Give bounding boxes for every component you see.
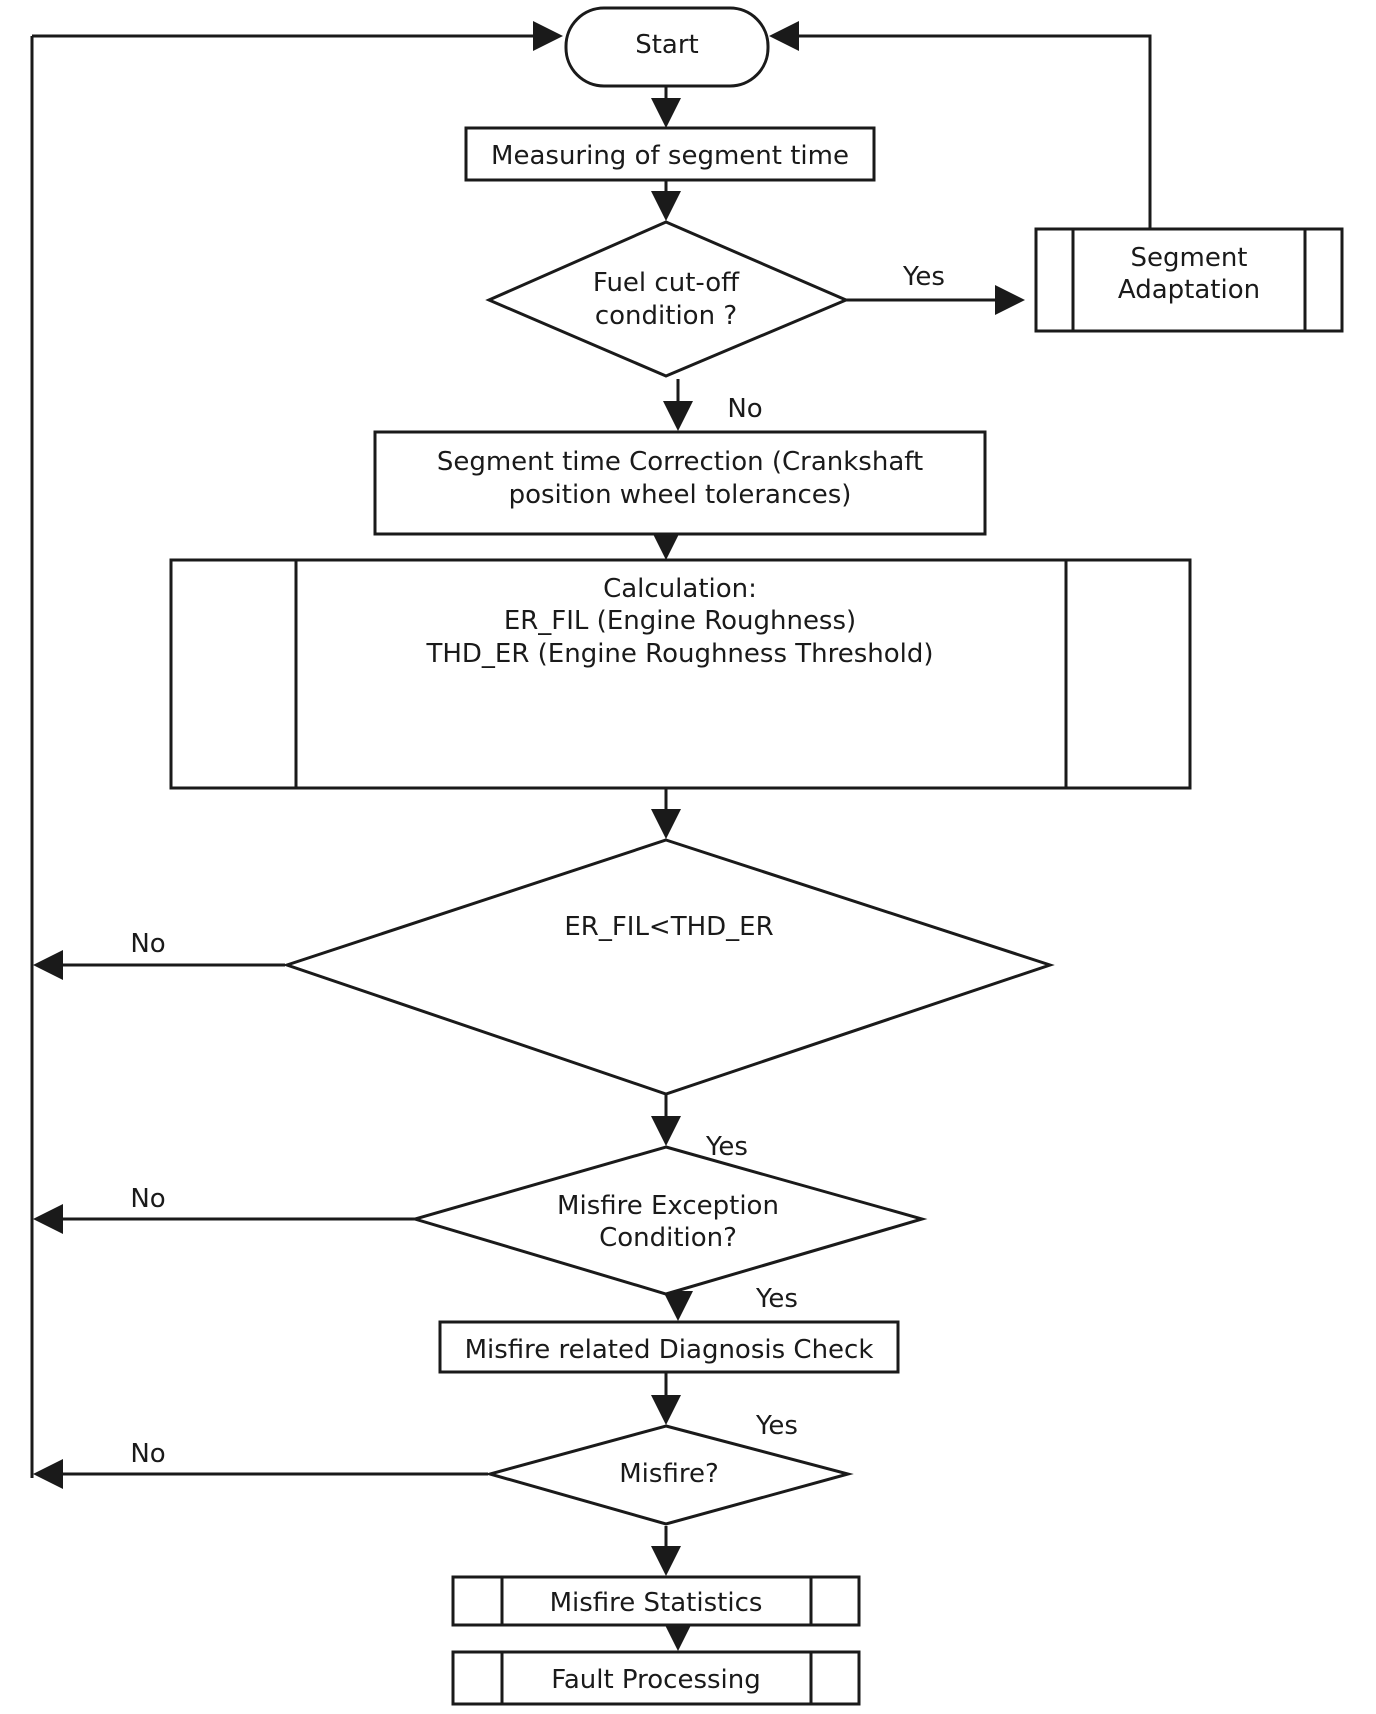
fuel-yes-label: Yes: [902, 262, 945, 292]
fuel-no-label: No: [727, 394, 762, 424]
exception-no-label: No: [130, 1184, 165, 1214]
er-compare-label: ER_FIL<THD_ER: [564, 912, 773, 942]
segment-adaptation-line1: Segment: [1131, 243, 1248, 273]
misfire-label: Misfire?: [619, 1459, 719, 1489]
measuring-process: Measuring of segment time: [464, 126, 876, 182]
misfire-yes-label: Yes: [755, 1411, 798, 1441]
segment-correction-line2: position wheel tolerances): [509, 480, 852, 510]
segment-adaptation-line2: Adaptation: [1118, 275, 1260, 305]
misfire-statistics-subprocess: Misfire Statistics: [451, 1575, 861, 1627]
fuel-cutoff-decision: Fuel cut-off condition ?: [485, 220, 850, 378]
calculation-line1: Calculation:: [603, 574, 757, 604]
misfire-decision: Misfire?: [484, 1424, 854, 1526]
diagnosis-check-label: Misfire related Diagnosis Check: [465, 1335, 874, 1365]
segment-adaptation-subprocess: Segment Adaptation: [1034, 227, 1344, 333]
er-compare-decision: ER_FIL<THD_ER: [282, 838, 1055, 1096]
measuring-label: Measuring of segment time: [491, 141, 849, 171]
exception-yes-label: Yes: [755, 1284, 798, 1314]
misfire-exception-decision: Misfire Exception Condition?: [409, 1145, 928, 1296]
misfire-exception-line1: Misfire Exception: [557, 1191, 779, 1221]
segment-correction-process: Segment time Correction (Crankshaft posi…: [373, 430, 987, 536]
fault-processing-label: Fault Processing: [551, 1665, 761, 1695]
start-label: Start: [635, 30, 699, 60]
fuel-cutoff-label-line2: condition ?: [595, 301, 737, 331]
start-terminator: Start: [564, 6, 770, 88]
fault-processing-subprocess: Fault Processing: [451, 1650, 861, 1706]
edge-labels: Yes No No Yes No Yes No Yes: [130, 262, 945, 1469]
segment-correction-line1: Segment time Correction (Crankshaft: [437, 447, 923, 477]
fuel-cutoff-label-line1: Fuel cut-off: [593, 268, 740, 298]
er-yes-label: Yes: [705, 1132, 748, 1162]
edge-adaptation-start: [769, 21, 1152, 229]
misfire-no-label: No: [130, 1439, 165, 1469]
connectors: [30, 21, 1152, 1651]
calculation-line3: THD_ER (Engine Roughness Threshold): [425, 639, 933, 669]
calculation-line2: ER_FIL (Engine Roughness): [504, 606, 856, 636]
diagnosis-check-process: Misfire related Diagnosis Check: [438, 1320, 900, 1374]
misfire-statistics-label: Misfire Statistics: [550, 1588, 763, 1618]
calculation-subprocess: Calculation: ER_FIL (Engine Roughness) T…: [169, 558, 1192, 790]
er-no-label: No: [130, 929, 165, 959]
misfire-exception-line2: Condition?: [599, 1223, 737, 1253]
